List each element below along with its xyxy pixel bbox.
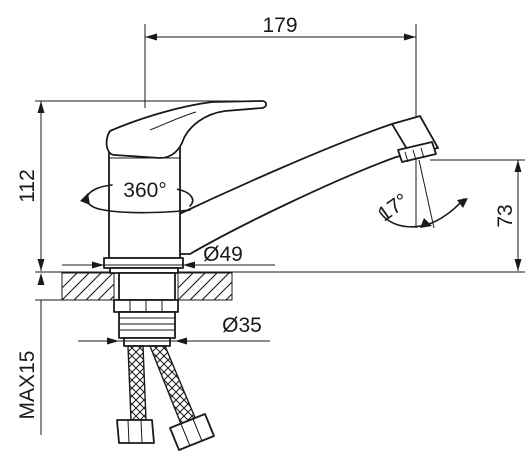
shank-through-top — [118, 272, 176, 301]
aerator — [397, 141, 437, 163]
swivel-ellipse-arc-right — [175, 188, 194, 207]
spout-height-arrow-bottom — [514, 259, 522, 271]
mounting-shank — [113, 272, 179, 347]
hose-right — [148, 345, 197, 425]
d49-arrow-right — [183, 261, 195, 269]
swivel-ellipse-arc — [85, 184, 191, 214]
supply-hoses — [116, 345, 215, 451]
lever-contour — [149, 111, 197, 131]
countertop-left-hatch — [62, 273, 114, 300]
swivel-arrow — [80, 193, 90, 205]
aerator-angle-arc — [379, 198, 465, 228]
reach-arrow-right — [404, 33, 416, 41]
spout-height-arrow-top — [514, 160, 522, 172]
base-ring — [103, 257, 184, 269]
spout — [174, 115, 439, 255]
reach-arrow-left — [145, 33, 157, 41]
max-thickness-dimension: MAX15 — [16, 273, 62, 435]
reach-dimension: 179 — [144, 14, 417, 228]
d35-label: Ø35 — [222, 314, 262, 337]
shank-end — [123, 337, 171, 347]
aerator-angle-indicator: 17° — [374, 159, 468, 229]
aerator-line-3 — [420, 147, 425, 159]
lever-handle — [105, 100, 268, 159]
d49-arrow-left — [92, 261, 104, 269]
countertop-left-block — [61, 272, 115, 301]
d35-arrow-left — [107, 337, 119, 345]
swivel-label-bg — [113, 177, 177, 201]
countertop-right-hatch — [178, 273, 232, 300]
spout-height-dimension: 73 — [430, 159, 525, 271]
shank-diameter-dimension: Ø35 — [78, 314, 270, 345]
aerator-angle-label: 17° — [374, 189, 413, 226]
swivel-indicator: 360° — [80, 177, 194, 214]
lever — [105, 100, 268, 159]
d35-arrow-right — [175, 337, 187, 345]
max-label: MAX15 — [16, 351, 39, 420]
height-arrow-bottom — [37, 259, 45, 271]
base-diameter-dimension: Ø49 — [62, 243, 275, 269]
angle-arrow-left — [420, 218, 432, 228]
aerator-line-2 — [412, 149, 417, 161]
max-arrow-top — [37, 273, 45, 285]
spout-height-label: 73 — [494, 204, 517, 227]
spout-tube — [174, 119, 424, 255]
reach-label: 179 — [262, 14, 297, 37]
height-label: 112 — [16, 169, 39, 202]
faucet-body — [103, 143, 184, 274]
swivel-label: 360° — [123, 179, 166, 202]
hose-left — [127, 345, 147, 421]
aerator-line-1 — [404, 151, 409, 163]
aerator-axis-line — [418, 159, 435, 229]
hose-right-fitting — [169, 413, 215, 451]
hose-left-fitting — [116, 419, 155, 444]
angle-arrow-right — [457, 198, 468, 208]
countertop-right-block — [177, 272, 233, 301]
threaded-shank — [118, 311, 176, 339]
countertop-section — [61, 272, 233, 301]
height-dimension: 112 — [16, 100, 248, 271]
height-arrow-top — [37, 101, 45, 113]
d49-label: Ø49 — [203, 243, 243, 266]
